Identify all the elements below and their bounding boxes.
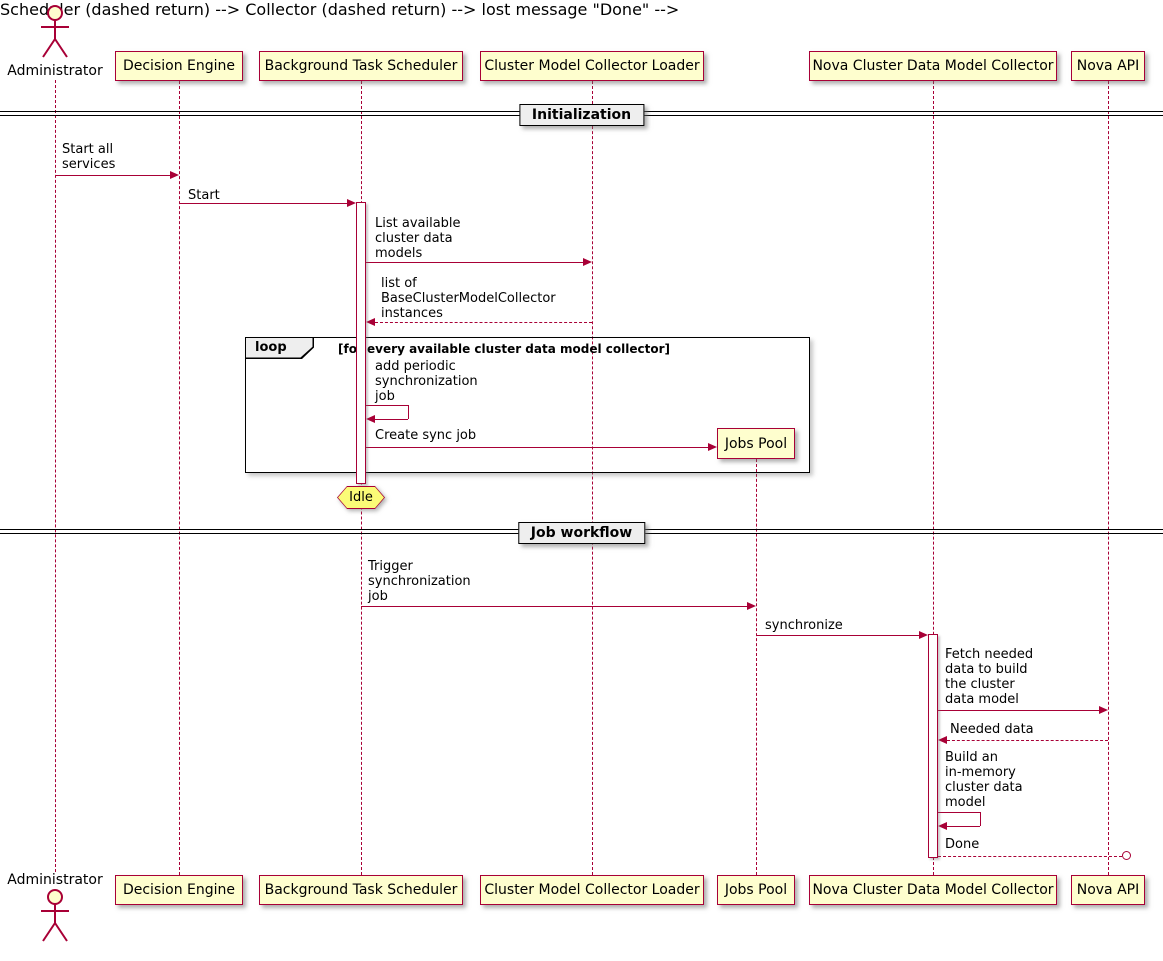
self-message-bottom-line (375, 419, 408, 420)
arrowhead-right-icon (919, 631, 928, 639)
participant-scheduler-bottom: Background Task Scheduler (259, 875, 463, 905)
divider-label-initialization: Initialization (518, 104, 645, 126)
participant-collector-bottom: Nova Cluster Data Model Collector (809, 875, 1057, 905)
participant-decision-engine-top: Decision Engine (115, 51, 243, 81)
message-trigger-sync-line (361, 606, 747, 607)
self-message-side-line (980, 812, 981, 826)
participant-administrator-bottom: Administrator (7, 872, 103, 888)
arrowhead-right-icon (170, 171, 179, 179)
message-add-periodic-label: add periodic synchronization job (375, 359, 478, 404)
lifeline-administrator (55, 80, 56, 872)
message-needed-data-label: Needed data (950, 722, 1034, 737)
lifeline-loader (592, 81, 593, 875)
lifeline-jobs-pool (756, 459, 757, 875)
message-list-available-label: List available cluster data models (375, 216, 461, 261)
lost-message-circle-icon (1122, 851, 1131, 860)
self-message-bottom-line (947, 826, 980, 827)
lifeline-decision-engine (179, 81, 180, 875)
message-start-line (179, 203, 347, 204)
loop-guard: [for every available cluster data model … (338, 342, 670, 356)
administrator-actor-icon (41, 5, 69, 58)
arrowhead-right-icon (347, 199, 356, 207)
message-synchronize-line (756, 635, 919, 636)
message-list-instances-label: list of BaseClusterModelCollector instan… (381, 276, 556, 321)
message-done-line (938, 856, 1122, 857)
message-needed-data-line (947, 740, 1108, 741)
self-message-side-line (408, 405, 409, 419)
participant-jobs-pool-created: Jobs Pool (717, 428, 795, 459)
message-build-model-label: Build an in-memory cluster data model (945, 750, 1023, 810)
administrator-actor-icon (41, 889, 69, 942)
message-create-sync-job-line (366, 447, 708, 448)
message-done-label: Done (945, 837, 980, 852)
participant-jobs-pool-bottom: Jobs Pool (717, 875, 795, 905)
message-start-all-services-line (55, 175, 170, 176)
state-note-idle: Idle (337, 486, 385, 509)
arrowhead-right-icon (1099, 706, 1108, 714)
message-fetch-needed-label: Fetch needed data to build the cluster d… (945, 647, 1034, 707)
activation-scheduler (356, 202, 366, 484)
participant-loader-top: Cluster Model Collector Loader (480, 51, 704, 81)
self-message-top-line (366, 405, 408, 406)
message-list-instances-line (375, 322, 592, 323)
message-start-all-services-label: Start all services (62, 142, 116, 172)
participant-administrator-top: Administrator (7, 63, 103, 79)
participant-collector-top: Nova Cluster Data Model Collector (809, 51, 1057, 81)
arrowhead-left-icon (938, 736, 947, 744)
arrowhead-right-icon (583, 258, 592, 266)
self-message-top-line (938, 812, 980, 813)
divider-label-job-workflow: Job workflow (517, 522, 646, 544)
activation-collector (928, 634, 938, 858)
message-fetch-needed-line (938, 710, 1099, 711)
arrowhead-right-icon (708, 443, 717, 451)
message-list-available-line (366, 262, 583, 263)
state-note-label: Idle (338, 487, 384, 508)
participant-decision-engine-bottom: Decision Engine (115, 875, 243, 905)
lifeline-collector (933, 81, 934, 875)
participant-nova-api-top: Nova API (1071, 51, 1145, 81)
participant-loader-bottom: Cluster Model Collector Loader (480, 875, 704, 905)
participant-scheduler-top: Background Task Scheduler (259, 51, 463, 81)
arrowhead-left-icon (366, 415, 375, 423)
loop-frame: loop [for every available cluster data m… (245, 337, 810, 473)
lifeline-nova-api (1108, 81, 1109, 875)
arrowhead-left-icon (366, 318, 375, 326)
arrowhead-right-icon (747, 602, 756, 610)
participant-nova-api-bottom: Nova API (1071, 875, 1145, 905)
message-create-sync-job-label: Create sync job (375, 428, 477, 443)
message-synchronize-label: synchronize (765, 618, 843, 633)
loop-header: loop (246, 338, 314, 359)
message-start-label: Start (188, 188, 220, 203)
hexagon-border: Idle (337, 486, 385, 509)
loop-keyword: loop (246, 338, 313, 358)
message-trigger-sync-label: Trigger synchronization job (368, 559, 471, 604)
arrowhead-left-icon (938, 822, 947, 830)
